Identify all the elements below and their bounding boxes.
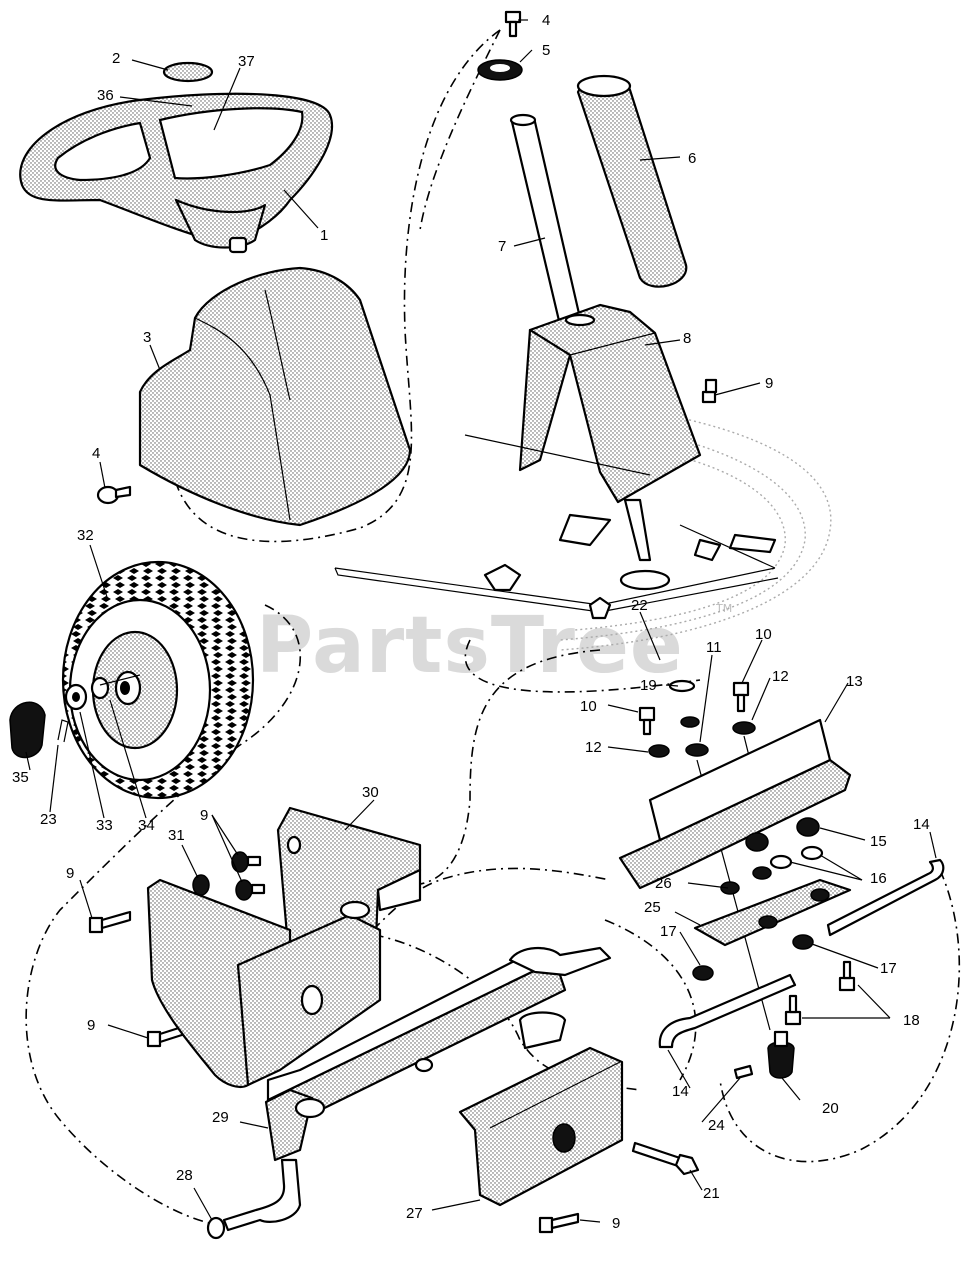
callout-1: 1 — [320, 227, 328, 244]
callout-13: 13 — [846, 673, 863, 690]
steering-console — [518, 303, 702, 562]
pivot-bolt — [631, 1141, 700, 1176]
leader-lines — [25, 19, 937, 1223]
callout-25: 25 — [644, 899, 661, 916]
callout-6: 6 — [688, 150, 696, 167]
callout-35: 35 — [12, 769, 29, 786]
spindle — [206, 1088, 326, 1240]
bolt-shroud — [96, 485, 132, 505]
callout-4-lower: 4 — [92, 445, 100, 462]
callout-9-bracket: 9 — [200, 807, 208, 824]
main-axle-plate — [146, 878, 382, 1089]
bolt-lower — [538, 1212, 580, 1234]
center-hardware — [638, 679, 771, 1031]
callout-11: 11 — [706, 639, 722, 656]
callout-14-left: 14 — [672, 1083, 689, 1100]
key — [733, 1064, 754, 1080]
callout-32: 32 — [77, 527, 94, 544]
callout-26: 26 — [655, 875, 672, 892]
callout-33: 33 — [96, 817, 113, 834]
callout-4-upper: 4 — [542, 12, 550, 29]
callout-9-plate: 9 — [87, 1017, 95, 1034]
callout-12-right: 12 — [772, 668, 789, 685]
callout-15: 15 — [870, 833, 887, 850]
shaft-sleeve — [576, 74, 688, 288]
callout-14-right: 14 — [913, 816, 930, 833]
callout-24: 24 — [708, 1117, 725, 1134]
watermark-trademark: TM — [715, 602, 732, 615]
callout-18: 18 — [903, 1012, 920, 1029]
nut-set — [720, 817, 824, 895]
callout-10-right: 10 — [755, 626, 772, 643]
callout-10-left: 10 — [580, 698, 597, 715]
assembly-reference-lines — [25, 29, 961, 1226]
callout-17-right: 17 — [880, 960, 897, 977]
callout-5: 5 — [542, 42, 550, 59]
steering-plate — [693, 878, 852, 947]
frame-plate — [334, 434, 779, 620]
callout-23: 23 — [40, 811, 57, 828]
phantom-footrest-outline — [559, 409, 832, 651]
callout-37: 37 — [238, 53, 255, 70]
callout-19: 19 — [640, 677, 657, 694]
callout-31: 31 — [168, 827, 185, 844]
callout-17-left: 17 — [660, 923, 677, 940]
callout-30: 30 — [362, 784, 379, 801]
callout-27: 27 — [406, 1205, 423, 1222]
callout-34: 34 — [138, 817, 155, 834]
callout-9-lower: 9 — [612, 1215, 620, 1232]
bolt-console — [701, 378, 718, 404]
watermark-text: PartsTree — [256, 601, 684, 691]
watermark: PartsTree TM — [256, 601, 732, 691]
steering-shaft — [509, 113, 582, 327]
front-wheel — [61, 560, 255, 800]
bracket-hardware — [88, 851, 266, 1048]
pivot-channel — [458, 1046, 624, 1207]
axle-bracket — [276, 806, 422, 972]
wheel-hardware — [9, 676, 110, 759]
steering-shroud — [138, 266, 412, 527]
callout-3: 3 — [143, 329, 151, 346]
callout-28: 28 — [176, 1167, 193, 1184]
bolt-upper — [504, 10, 522, 38]
callout-22: 22 — [631, 597, 648, 614]
steering-wheel — [19, 92, 333, 254]
steering-cap — [162, 61, 214, 83]
tie-rod-hardware — [692, 934, 856, 1026]
callout-9-console: 9 — [765, 375, 773, 392]
callout-16: 16 — [870, 870, 887, 887]
callout-12-left: 12 — [585, 739, 602, 756]
tie-rod-channel — [618, 718, 852, 890]
bushing — [477, 59, 523, 81]
pinion-gear — [767, 1030, 795, 1079]
tie-rods — [658, 858, 945, 1049]
callout-36: 36 — [97, 87, 114, 104]
callout-7: 7 — [498, 238, 506, 255]
callout-9-left: 9 — [66, 865, 74, 882]
callout-numbers: 2 36 37 1 3 4 4 5 6 7 8 9 32 22 19 11 10… — [12, 12, 930, 1232]
callout-21: 21 — [703, 1185, 720, 1202]
callout-20: 20 — [822, 1100, 839, 1117]
callout-8: 8 — [683, 330, 691, 347]
callout-2: 2 — [112, 50, 120, 67]
callout-29: 29 — [212, 1109, 229, 1126]
axle-stub — [99, 674, 141, 686]
